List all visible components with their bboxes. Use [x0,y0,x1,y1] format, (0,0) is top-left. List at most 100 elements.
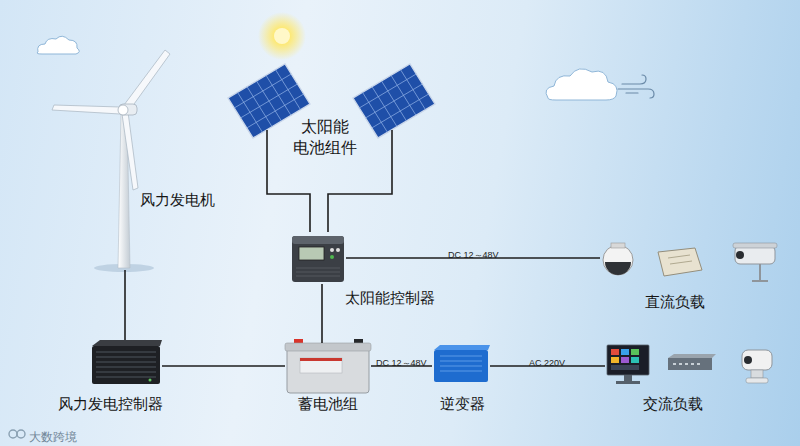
dc-load-devices [733,243,777,248]
sun [258,12,306,60]
device-label: 风力发电控制器 [58,395,163,415]
solar-controller: 太阳能控制器 [290,232,346,284]
voltage-label: DC 12～48V [376,358,427,369]
solar-panel [353,64,435,138]
solar-panel [228,64,310,138]
ac-load: 交流负载 [605,342,780,388]
sun [274,28,290,44]
solar-panel [228,64,435,160]
solar-controller-device [330,248,334,252]
solar-panel [353,64,435,138]
watermark-logo [17,430,25,438]
ac-load-devices [607,345,772,384]
wind-controller-device [92,346,160,384]
voltage-label: AC 220V [529,358,565,369]
line-label-holder: DC 12～48V [376,351,427,370]
wind-controller-device [96,352,156,377]
battery-device [300,358,342,361]
ac-load-devices [751,370,763,378]
ac-load-devices [616,381,640,384]
solar-controller-device [299,247,324,260]
wind-controller-device [92,340,162,346]
power-cable [124,270,126,340]
ac-load-devices [742,350,772,370]
ac-load-devices [746,378,768,383]
solar-panel-array: 太阳能 电池组件 [222,60,428,160]
wind-turbine [52,50,170,190]
device-label: 太阳能 电池组件 [292,117,358,159]
dc-load-devices [668,255,692,264]
wind-turbine [119,104,137,115]
dc-load: 直流负载 [600,236,780,288]
wind-controller-device [149,379,152,382]
cloud [37,36,79,54]
solar-panel [228,64,310,138]
inverter-device [440,356,482,371]
wind-symbol [618,89,654,98]
dc-load-devices [603,243,777,281]
wind-turbine [122,112,138,190]
solar-controller-device [330,255,334,259]
wind-symbol [622,75,646,84]
device-label: 蓄电池组 [298,395,358,415]
ac-load-devices [631,349,639,355]
wind-turbine [124,50,170,111]
device-label: 直流负载 [645,293,705,313]
inverter-device [434,350,488,382]
dc-load-devices [735,246,775,264]
ac-load-devices [668,354,716,358]
solar-controller-device [296,268,340,276]
battery-device [300,358,342,373]
watermark-logo [9,430,25,438]
wind-turbine [52,105,120,114]
wind-turbine [52,50,170,272]
cloud [37,36,617,100]
device-label: 交流负载 [643,395,703,415]
dc-load-devices [611,243,625,248]
solar-panel [353,64,435,138]
voltage-label: DC 12～48V [448,250,499,261]
wind-turbine: 风力发电机 [50,48,170,270]
solar-controller-device [292,236,344,282]
wind-symbol [626,92,638,93]
wind-controller-device [92,340,162,384]
solar-controller-device [292,236,344,282]
ac-load-devices [611,365,639,370]
ac-load-devices [624,375,632,381]
sun [258,12,306,60]
battery-device [287,347,369,393]
wind-symbol [618,75,654,98]
ac-load-devices [668,358,712,370]
ac-load-devices [611,349,619,355]
watermark: 大数跨境 [29,430,77,444]
solar-controller-device [336,248,340,252]
line-label-holder: DC 12～48V [448,243,499,262]
ac-load-devices [611,357,619,363]
cloud [546,69,617,100]
dc-load-devices [736,251,744,259]
dc-load-devices [603,245,633,275]
ac-load-devices [607,345,649,375]
device-label: 风力发电机 [140,191,215,211]
wind-controller: 风力发电控制器 [90,340,162,388]
device-label: 逆变器 [440,395,485,415]
solar-panel [228,64,310,138]
battery-device [285,343,371,351]
battery-bank: 蓄电池组 [285,343,371,395]
battery-device [285,339,371,393]
ac-load-devices [621,349,629,355]
watermark-logo [9,430,17,438]
ac-load-devices [673,363,700,365]
device-label: 太阳能控制器 [345,289,435,309]
dc-load-devices [605,262,631,275]
dc-load-devices [752,264,768,281]
solar-controller-device [292,236,344,244]
ac-load-devices [631,357,639,363]
power-cable [267,160,392,232]
power-cable [321,284,323,343]
dc-load-devices [658,248,702,276]
inverter-device [434,345,490,350]
